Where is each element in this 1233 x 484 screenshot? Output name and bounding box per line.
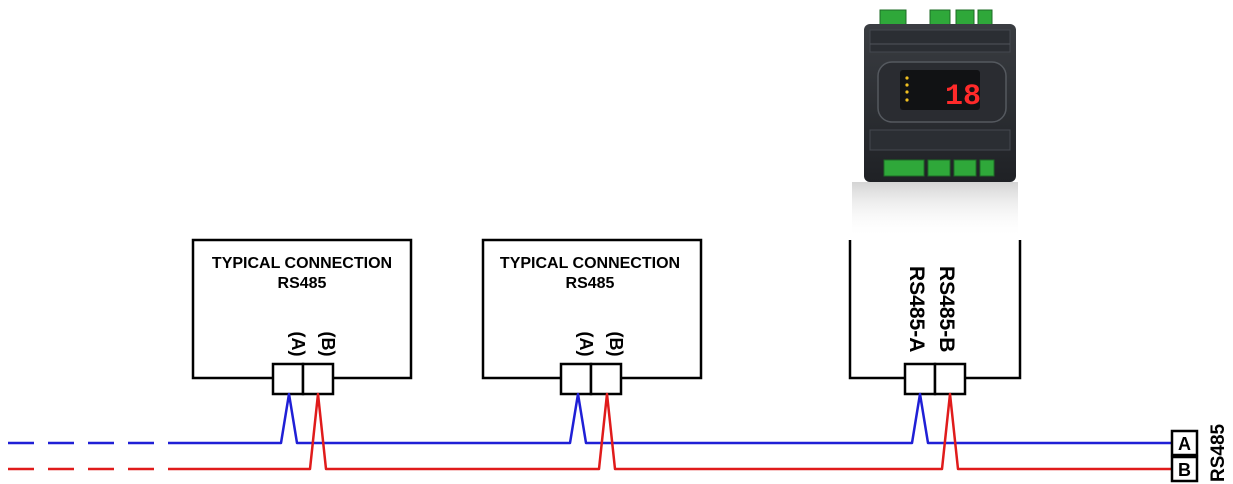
controller-bottom-terminals (883, 159, 995, 177)
bus-end-terminal-b (1170, 455, 1199, 483)
device-box-1-title: TYPICAL CONNECTION (212, 255, 392, 272)
bus-end-terminal: A B RS485 (1170, 423, 1229, 483)
device-box-1-terminal-a-label: (A) (288, 332, 308, 357)
line-a-wire (170, 392, 1172, 445)
bus-end-label: RS485 (1208, 423, 1229, 482)
device-box-2-subtitle: RS485 (566, 275, 615, 292)
controller-terminal-a (903, 362, 937, 396)
controller-outline (848, 240, 1022, 380)
controller-display-digits: 18 (945, 80, 981, 114)
bus-end-terminal-a (1170, 429, 1199, 457)
device-box-1: TYPICAL CONNECTION RS485 (A) (B) (191, 238, 413, 396)
device-box-1-terminal-b-label: (B) (318, 332, 338, 357)
device-box-2-terminal-a (559, 362, 593, 396)
device-box-1-terminal-b (301, 362, 335, 396)
device-box-1-subtitle: RS485 (278, 275, 327, 292)
controller-reflection (852, 182, 1018, 238)
device-box-2: TYPICAL CONNECTION RS485 (A) (B) (481, 238, 703, 396)
controller-top-terminals (879, 9, 993, 27)
device-box-2-title: TYPICAL CONNECTION (500, 255, 680, 272)
rs485-bus (8, 392, 1172, 471)
bus-end-terminal-b-label: B (1178, 460, 1191, 480)
controller-display (900, 70, 980, 110)
device-box-2-terminal-b-label: (B) (606, 332, 626, 357)
device-box-2-terminal-b (589, 362, 623, 396)
bus-end-terminal-a-label: A (1178, 434, 1191, 454)
controller-terminal-b (933, 362, 967, 396)
device-box-2-terminal-a-label: (A) (576, 332, 596, 357)
device-box-1-terminal-a (271, 362, 305, 396)
controller: 18 RS485-A RS485-B (848, 9, 1022, 396)
controller-terminal-b-label: RS485-B (935, 266, 958, 352)
line-b-wire (170, 392, 1172, 471)
controller-terminal-a-label: RS485-A (905, 266, 928, 352)
